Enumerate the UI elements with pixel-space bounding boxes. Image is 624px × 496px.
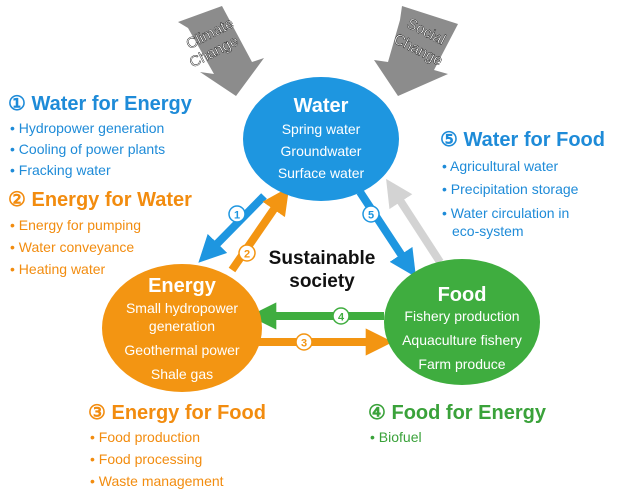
svg-text:2: 2: [244, 249, 250, 261]
svg-text:3: 3: [301, 338, 307, 350]
water-node: [243, 77, 399, 201]
water-item-3: Surface water: [277, 165, 365, 181]
energy-node: [102, 264, 262, 392]
energy-item-2: generation: [148, 318, 216, 334]
center-label: Sustainable society: [262, 247, 382, 293]
flow-1-item-1: • Hydropower generation: [10, 120, 165, 136]
energy-item-3: Geothermal power: [124, 342, 240, 358]
svg-text:1: 1: [234, 210, 240, 222]
center-label-line-1: Sustainable: [268, 248, 376, 269]
flow-4-heading: ④ Food for Energy: [368, 403, 546, 423]
svg-text:4: 4: [338, 312, 345, 324]
flow-1-heading: ① Water for Energy: [8, 94, 192, 114]
social-change-arrow: Social Change: [374, 6, 458, 96]
flow-5-number: ⑤: [440, 129, 458, 151]
flow-1-item-3: • Fracking water: [10, 162, 111, 178]
flow-5-title: Water for Food: [463, 129, 605, 151]
flow-4-number: ④: [368, 402, 386, 424]
food-item-3: Farm produce: [418, 356, 506, 372]
water-title: Water: [293, 95, 349, 117]
arrow-food-to-water-faded: [386, 178, 444, 265]
flow-2-item-1: • Energy for pumping: [10, 217, 141, 233]
flow-5-item-3: • Water circulation in: [442, 205, 570, 221]
flow-3-item-3: • Waste management: [90, 473, 224, 489]
arrow-badge-2: 2: [238, 244, 256, 262]
flow-5-item-4: eco-system: [452, 223, 524, 239]
flow-2-number: ②: [8, 189, 26, 211]
food-title: Food: [437, 284, 487, 306]
food-item-2: Aquaculture fishery: [402, 332, 522, 348]
arrow-badge-1: 1: [228, 205, 246, 223]
energy-title: Energy: [148, 275, 216, 297]
flow-5-heading: ⑤ Water for Food: [440, 130, 605, 150]
water-item-1: Spring water: [281, 121, 361, 137]
flow-3-title: Energy for Food: [111, 402, 266, 424]
arrow-badge-5: 5: [362, 205, 380, 223]
flow-2-heading: ② Energy for Water: [8, 190, 192, 210]
flow-1-item-2: • Cooling of power plants: [10, 141, 166, 157]
food-node: [384, 259, 540, 385]
climate-change-arrow: Climate Change: [178, 6, 264, 96]
center-label-line-2: society: [289, 271, 355, 292]
flow-3-heading: ③ Energy for Food: [88, 403, 266, 423]
flow-4-item-1: • Biofuel: [370, 429, 422, 445]
food-item-1: Fishery production: [404, 308, 520, 324]
arrow-water-to-food: [356, 189, 416, 278]
flow-3-item-1: • Food production: [90, 429, 200, 445]
flow-3-item-2: • Food processing: [90, 451, 203, 467]
flow-5-item-1: • Agricultural water: [442, 158, 559, 174]
water-item-2: Groundwater: [280, 143, 362, 159]
flow-3-number: ③: [88, 402, 106, 424]
flow-5-item-2: • Precipitation storage: [442, 181, 579, 197]
flow-1-title: Water for Energy: [31, 93, 192, 115]
flow-4-title: Food for Energy: [391, 402, 546, 424]
arrow-water-to-energy: [198, 193, 267, 263]
svg-text:5: 5: [368, 210, 374, 222]
flow-2-title: Energy for Water: [31, 189, 192, 211]
flow-2-item-2: • Water conveyance: [10, 239, 135, 255]
energy-item-1: Small hydropower: [125, 300, 239, 316]
flow-2-item-3: • Heating water: [10, 261, 106, 277]
energy-item-4: Shale gas: [150, 366, 214, 382]
arrow-badge-4: 4: [332, 307, 350, 325]
flow-1-number: ①: [8, 93, 26, 115]
arrow-badge-3: 3: [295, 333, 313, 351]
